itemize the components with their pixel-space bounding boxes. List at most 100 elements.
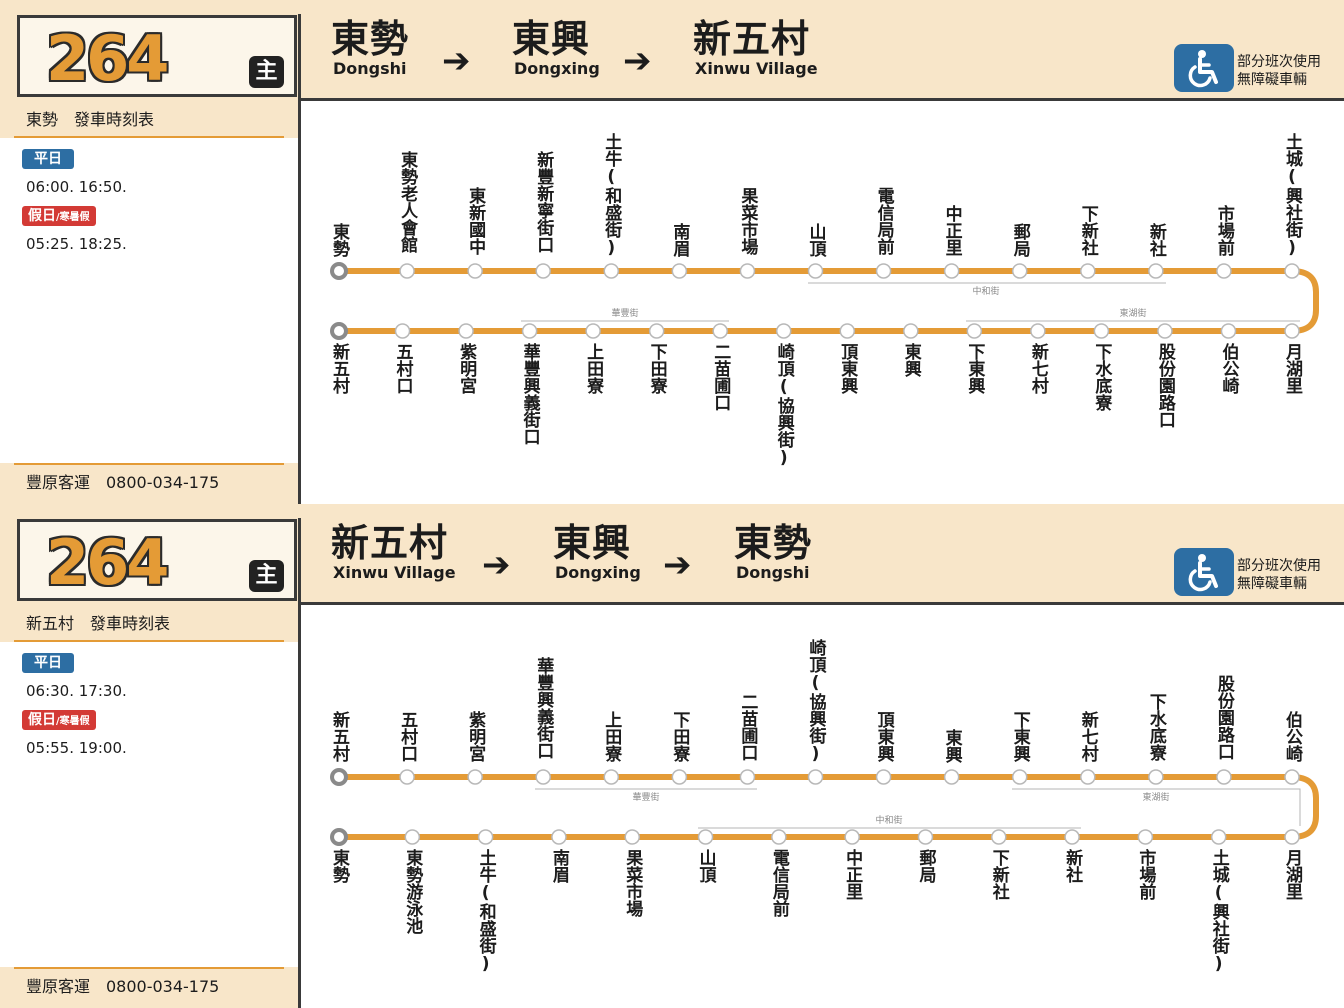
- stop-label: 新七村: [1077, 711, 1098, 762]
- stop-marker: [1093, 323, 1110, 339]
- stop-marker: [458, 323, 474, 339]
- stop-label: 下水底寮: [1091, 343, 1112, 411]
- weekday-badge: 平日: [22, 149, 74, 169]
- weekday-times: 06:30. 17:30.: [26, 682, 127, 700]
- stop-label: 新社: [1062, 849, 1083, 883]
- stop-label: 山頂: [805, 223, 826, 257]
- arrow-icon: ➔: [623, 41, 652, 81]
- holiday-times: 05:55. 19:00.: [26, 739, 127, 757]
- destination-en: Dongxing: [514, 59, 600, 78]
- stop-label: 紫明宮: [456, 343, 477, 394]
- arrow-icon: ➔: [442, 41, 471, 81]
- stop-label: 東勢: [329, 223, 349, 257]
- stop-label: 新五村: [329, 343, 349, 394]
- arrow-icon: ➔: [663, 545, 692, 585]
- stop-marker: [603, 263, 620, 279]
- stop-marker: [585, 323, 601, 339]
- stop-label: 新五村: [329, 711, 349, 762]
- stop-label: 東勢老人會館: [397, 151, 418, 253]
- destination-zh: 新五村: [331, 521, 449, 565]
- stop-label: 土牛(和盛街): [601, 133, 622, 258]
- divider: [14, 640, 284, 642]
- street-label: 東湖街: [1119, 307, 1146, 319]
- stop-marker: [330, 322, 348, 340]
- street-label: 中和街: [972, 285, 999, 297]
- stop-label: 紫明宮: [465, 711, 486, 762]
- destination-terminal: 新五村 Xinwu Village: [693, 16, 818, 78]
- accessibility-note: 部分班次使用 無障礙車輛: [1237, 557, 1321, 593]
- stop-marker: [1220, 323, 1237, 339]
- stop-label: 南眉: [669, 223, 690, 257]
- stop-marker: [624, 829, 640, 845]
- stop-marker: [1216, 263, 1232, 279]
- stop-marker: [1284, 323, 1300, 339]
- stop-marker: [917, 829, 934, 845]
- wheelchair-icon: [1174, 548, 1234, 596]
- stop-marker: [775, 323, 792, 339]
- accessibility-line1: 部分班次使用: [1237, 54, 1321, 70]
- destination-via: 東興 Dongxing: [553, 520, 641, 582]
- route-turnaround: [1291, 268, 1319, 334]
- stop-marker: [875, 263, 892, 279]
- stop-marker: [739, 263, 756, 279]
- destination-en: Xinwu Village: [695, 59, 818, 78]
- stop-label: 崎頂(協興街): [773, 343, 794, 468]
- holiday-badge: 假日/寒暑假: [22, 206, 96, 226]
- holiday-badge: 假日/寒暑假: [22, 710, 96, 730]
- timetable-title-band: [0, 604, 299, 642]
- route-number: 264: [46, 526, 169, 599]
- company-band: [0, 463, 299, 504]
- company-band: [0, 967, 299, 1008]
- stop-marker: [671, 263, 688, 279]
- stop-marker: [943, 769, 960, 785]
- arrow-icon: ➔: [482, 545, 511, 585]
- stop-marker: [712, 323, 728, 339]
- destination-en: Dongshi: [333, 59, 407, 78]
- stop-label: 上田寮: [583, 343, 604, 394]
- stop-label: 二苗圃口: [737, 693, 758, 761]
- main-route-badge: 主: [249, 56, 284, 88]
- divider: [14, 463, 284, 465]
- stop-marker: [991, 829, 1007, 845]
- stop-marker: [697, 829, 714, 845]
- stop-label: 伯公崎: [1282, 711, 1302, 762]
- stop-marker: [330, 828, 348, 846]
- stop-label: 下田寮: [646, 343, 667, 394]
- stop-marker: [330, 768, 348, 786]
- accessibility-line1: 部分班次使用: [1237, 558, 1321, 574]
- stop-label: 郵局: [915, 849, 936, 883]
- stop-label: 下東興: [964, 343, 985, 394]
- stop-label: 市場前: [1213, 205, 1234, 256]
- stop-label: 華豐興義街口: [519, 343, 540, 445]
- route-map: 中和街 華豐街 東湖街: [330, 262, 1319, 340]
- stop-marker: [1030, 323, 1046, 339]
- destination-zh: 新五村: [693, 17, 811, 61]
- stop-label: 土城(興社街): [1208, 849, 1229, 974]
- stop-marker: [1210, 829, 1227, 845]
- street-bracket: [1012, 788, 1301, 826]
- company-contact: 豐原客運 0800-034-175: [26, 473, 220, 492]
- stop-label: 月湖里: [1282, 343, 1302, 394]
- route-number-box: 264 主: [17, 15, 297, 97]
- stop-marker: [903, 323, 919, 339]
- destination-terminal: 東勢 Dongshi: [734, 520, 812, 582]
- stop-label: 中正里: [941, 205, 962, 256]
- stop-marker: [1148, 263, 1164, 279]
- holiday-label: 假日: [28, 712, 56, 728]
- stop-label: 南眉: [548, 849, 569, 883]
- destination-zh: 東興: [553, 521, 632, 565]
- stop-label: 東興: [900, 343, 921, 377]
- accessibility-line2: 無障礙車輛: [1237, 576, 1307, 592]
- stop-label: 東勢游泳池: [402, 849, 423, 934]
- accessibility-line2: 無障礙車輛: [1237, 72, 1307, 88]
- stop-label: 土牛(和盛街): [475, 849, 496, 974]
- street-label: 中和街: [875, 814, 902, 826]
- holiday-label: 假日: [28, 208, 56, 224]
- stop-marker: [535, 263, 551, 279]
- holiday-sub-label: /寒暑假: [56, 716, 90, 727]
- stop-label: 股份園路口: [1154, 343, 1175, 428]
- stop-label: 頂東興: [873, 711, 894, 762]
- stop-marker: [1011, 769, 1028, 785]
- stop-marker: [1284, 263, 1300, 279]
- stop-label: 東興: [941, 729, 962, 763]
